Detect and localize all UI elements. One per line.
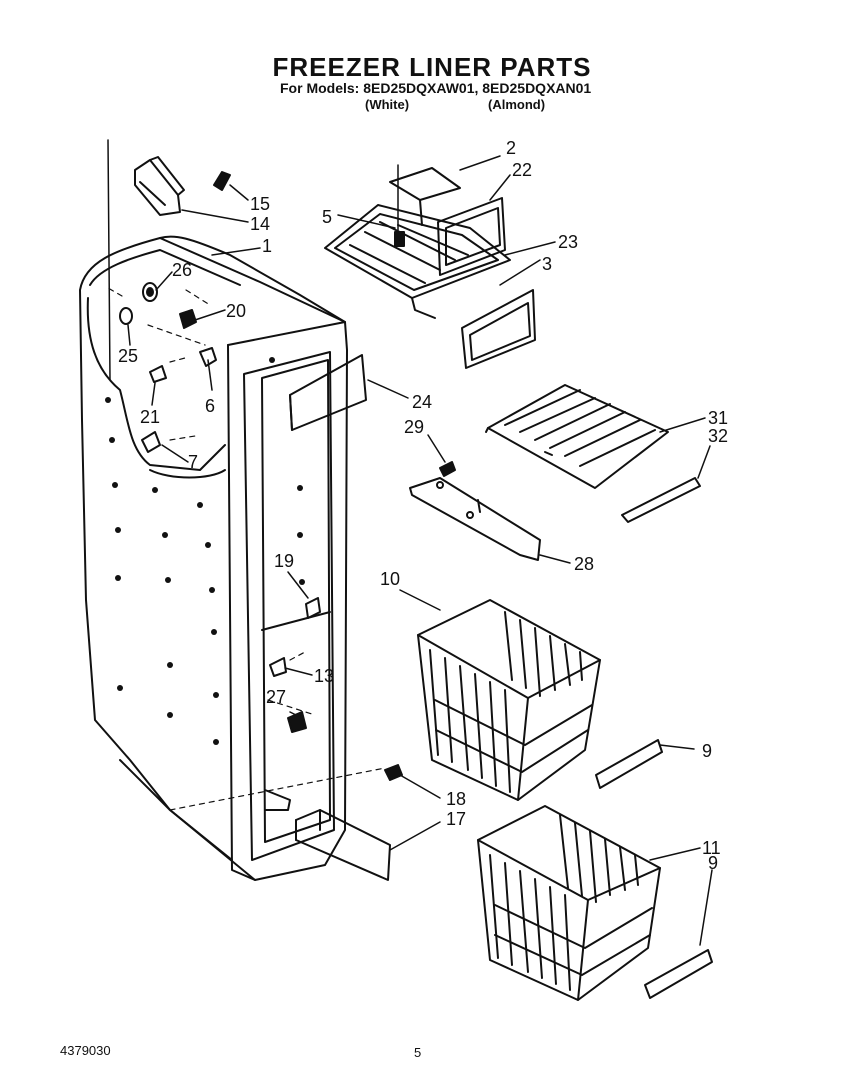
callout-20: 20 <box>226 301 246 321</box>
model-numbers: For Models: 8ED25DQXAW01, 8ED25DQXAN01 <box>280 80 592 96</box>
callout-1: 1 <box>262 236 272 256</box>
screw-part-15 <box>213 171 231 191</box>
page-title: FREEZER LINER PARTS <box>272 52 592 82</box>
fitting-part-21 <box>149 365 167 383</box>
callout-13: 13 <box>314 666 334 686</box>
fitting-part-6 <box>199 347 217 367</box>
variant-white: (White) <box>365 97 410 112</box>
screw-part-18 <box>384 764 403 781</box>
fitting-part-26 <box>142 282 158 302</box>
shelf-panel-part-22 <box>437 197 506 276</box>
callout-29: 29 <box>404 417 424 437</box>
callout-26: 26 <box>172 260 192 280</box>
callout-27: 27 <box>266 687 286 707</box>
screw-part-5 <box>394 231 405 247</box>
callout-11: 11 <box>702 838 721 858</box>
basket-rail-part-9-lower <box>644 949 713 999</box>
bracket-part-14 <box>134 156 185 216</box>
callout-2: 2 <box>506 138 516 158</box>
shelf-frame-part-23 <box>324 204 511 319</box>
shelf-cover-part-3 <box>461 289 536 369</box>
shelf-support-part-28 <box>409 477 541 561</box>
callout-labels: 1 2 3 5 6 7 9 9 10 11 13 14 15 17 18 19 … <box>118 138 728 873</box>
callout-17: 17 <box>446 809 466 829</box>
callout-10: 10 <box>380 569 400 589</box>
callout-21: 21 <box>140 407 160 427</box>
callout-32: 32 <box>708 426 728 446</box>
fitting-part-7 <box>141 431 161 453</box>
fitting-part-25 <box>119 307 133 325</box>
variant-almond: (Almond) <box>488 97 546 112</box>
fitting-part-19 <box>305 597 321 619</box>
callout-22: 22 <box>512 160 532 180</box>
callout-15: 15 <box>250 194 270 214</box>
fitting-part-20 <box>179 309 197 329</box>
document-number: 4379030 <box>60 1043 111 1058</box>
callout-7: 7 <box>188 452 198 472</box>
bottom-trim-part-17 <box>295 809 391 881</box>
trim-strip-part-24 <box>289 354 367 431</box>
callout-5: 5 <box>322 207 332 227</box>
freezer-liner <box>79 139 348 881</box>
wire-shelf-part-31 <box>485 384 669 489</box>
leader-lines <box>127 155 713 946</box>
basket-rail-part-9-upper <box>595 739 663 789</box>
callout-25: 25 <box>118 346 138 366</box>
lower-basket-part-11 <box>477 805 661 1001</box>
callout-6: 6 <box>205 396 215 416</box>
page-header: FREEZER LINER PARTS For Models: 8ED25DQX… <box>0 0 864 120</box>
page-number: 5 <box>414 1045 422 1060</box>
screw-part-29 <box>439 461 456 477</box>
callout-28: 28 <box>574 554 594 574</box>
callout-3: 3 <box>542 254 552 274</box>
callout-31: 31 <box>708 408 728 428</box>
callout-23: 23 <box>558 232 578 252</box>
callout-19: 19 <box>274 551 294 571</box>
callout-14: 14 <box>250 214 270 234</box>
callout-18: 18 <box>446 789 466 809</box>
fitting-part-27 <box>287 711 307 733</box>
callout-24: 24 <box>412 392 432 412</box>
upper-basket-part-10 <box>417 599 601 801</box>
shelf-rail-part-32 <box>621 477 701 523</box>
fitting-part-13 <box>269 657 287 677</box>
callout-9-lower: 9 <box>708 853 718 873</box>
callout-9-upper: 9 <box>702 741 712 761</box>
